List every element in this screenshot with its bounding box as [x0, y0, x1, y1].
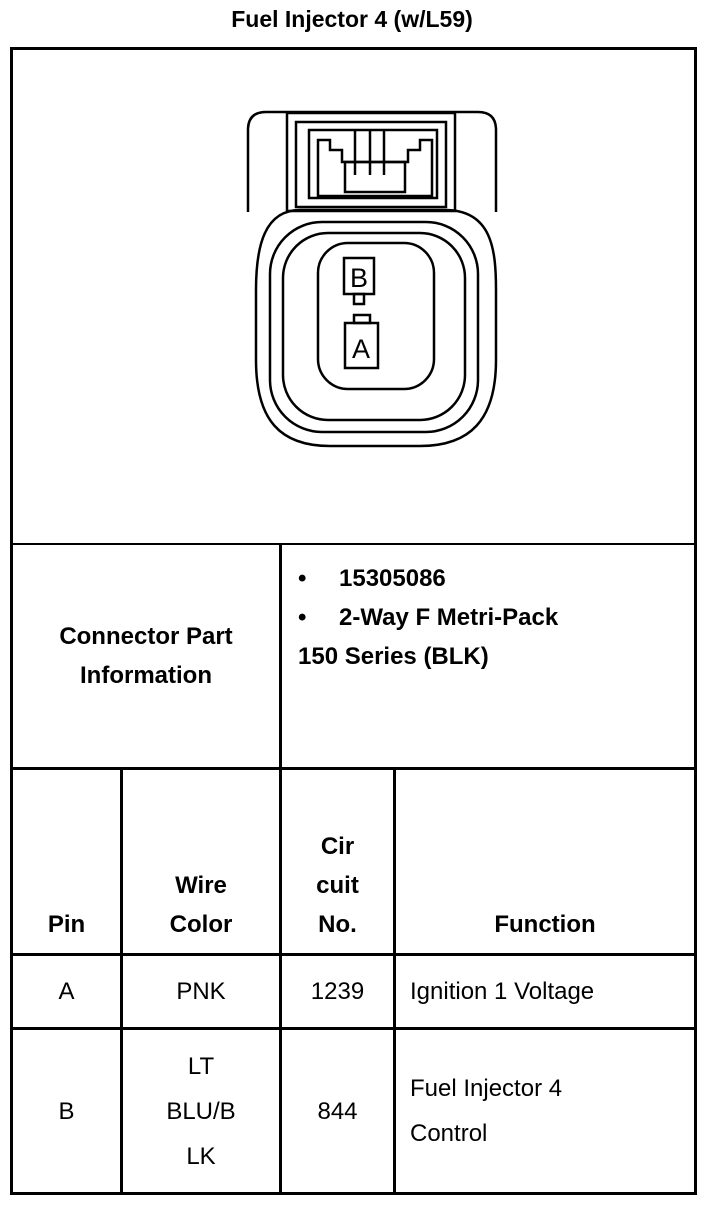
latch-housing-inner [294, 120, 448, 209]
divider-below-diagram [10, 543, 697, 545]
header-wire-color-line2: Color [169, 911, 233, 938]
frame-top-border [10, 47, 697, 50]
part-info-label-line2: Information [80, 662, 212, 689]
row-a-circuit: 1239 [282, 956, 393, 1027]
header-circuit: Cir cuit No. [282, 770, 393, 953]
part-info-column-divider [279, 543, 282, 770]
pin-b-label: B [350, 263, 368, 293]
connector-cavity [316, 241, 436, 391]
pin-a-label: A [352, 334, 370, 364]
part-info-label: Connector Part Information [13, 545, 279, 767]
header-circuit-line3: No. [318, 911, 357, 938]
pin-a-terminal [343, 321, 380, 370]
frame-right-border [694, 47, 697, 1195]
part-number-row: • 15305086 [298, 559, 446, 598]
header-function: Function [396, 770, 694, 953]
row-b-function: Fuel Injector 4 Control [410, 1030, 694, 1192]
latch-housing-outer [285, 111, 457, 213]
divider-below-part-info [10, 767, 697, 770]
frame-bottom-border [10, 1192, 697, 1195]
row-b-function-line2: Control [410, 1120, 488, 1147]
column-divider-3 [393, 767, 396, 1195]
part-info-details: • 15305086 • 2-Way F Metri-Pack 150 Seri… [282, 545, 694, 767]
row-b-wire-color-line3: LK [186, 1142, 216, 1170]
row-b-pin-text: B [58, 1097, 75, 1125]
pin-b-stem [352, 292, 366, 306]
row-a-pin-text: A [58, 978, 75, 1005]
connector-face-diagram: B A [246, 110, 498, 448]
row-a-pin: A [13, 956, 120, 1027]
latch-tab [343, 160, 407, 194]
divider-below-header [10, 953, 697, 956]
connector-seal-middle [281, 231, 467, 422]
latch-frame [307, 128, 439, 200]
row-a-circuit-text: 1239 [310, 978, 365, 1005]
description-row: • 2-Way F Metri-Pack [298, 598, 558, 637]
bullet-1: • [298, 565, 307, 592]
column-divider-1 [120, 767, 123, 1195]
row-b-function-line1: Fuel Injector 4 [410, 1075, 563, 1102]
latch-outline [316, 138, 434, 198]
bullet-2: • [298, 604, 307, 631]
column-divider-2 [279, 767, 282, 1195]
header-wire-color: Wire Color [123, 770, 279, 953]
row-a-wire-color: PNK [123, 956, 279, 1027]
row-b-circuit-text: 844 [317, 1097, 358, 1125]
row-a-function-text: Ignition 1 Voltage [410, 978, 595, 1005]
frame-left-border [10, 47, 13, 1195]
row-b-wire-color: LT BLU/B LK [123, 1030, 279, 1192]
header-circuit-line1: Cir [320, 833, 355, 860]
row-a-function: Ignition 1 Voltage [410, 956, 694, 1027]
divider-below-row-a [10, 1027, 697, 1030]
header-circuit-line2: cuit [316, 872, 359, 899]
row-b-wire-color-line2: BLU/B [166, 1097, 236, 1125]
header-wire-color-line1: Wire [175, 872, 227, 899]
row-b-wire-color-line1: LT [187, 1052, 215, 1080]
connector-description-line1: 2-Way F Metri-Pack [339, 604, 559, 631]
page-title: Fuel Injector 4 (w/L59) [231, 6, 473, 32]
connector-body-outline [254, 208, 498, 448]
header-pin: Pin [13, 770, 120, 953]
row-b-circuit: 844 [282, 1030, 393, 1192]
connector-description-line2: 150 Series (BLK) [298, 643, 489, 670]
row-b-pin: B [13, 1030, 120, 1192]
row-a-wire-color-text: PNK [176, 978, 226, 1005]
connector-seal-outer [268, 220, 480, 434]
part-number: 15305086 [339, 565, 446, 592]
header-function-text: Function [494, 911, 596, 938]
header-pin-text: Pin [47, 911, 86, 938]
part-info-label-line1: Connector Part [59, 623, 233, 650]
